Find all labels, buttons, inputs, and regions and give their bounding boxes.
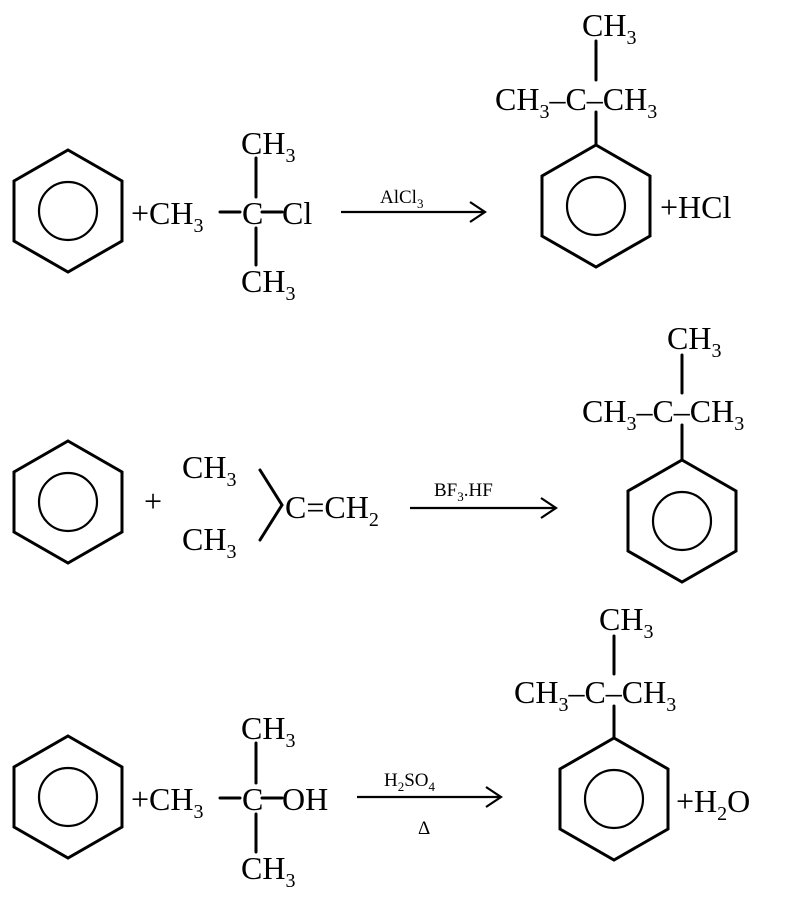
product-chain: CH3–C–CH3	[514, 674, 676, 716]
hydroxyl-label: OH	[282, 781, 328, 817]
reactant-prefix: +CH3	[131, 781, 204, 823]
benzene-ring	[12, 734, 124, 860]
methyl-lower: CH3	[182, 521, 236, 563]
reaction-1: +CH3 C Cl CH3 CH3 AlCl3 CH3	[12, 7, 732, 305]
catalyst-label: AlCl3	[380, 187, 423, 211]
methyl-top: CH3	[241, 125, 295, 167]
byproduct-label: +HCl	[660, 189, 732, 225]
alkene-label: C=CH2	[285, 489, 379, 531]
bond	[258, 468, 284, 542]
reaction-3: +CH3 C OH CH3 CH3 H2SO4 Δ CH3	[12, 601, 750, 892]
methyl-bottom: CH3	[241, 850, 295, 892]
byproduct-label: +H2O	[676, 783, 750, 825]
reaction-2: + CH3 CH3 C=CH2 BF3.HF CH3 CH3–C–CH3	[12, 320, 744, 584]
product-chain: CH3–C–CH3	[495, 81, 657, 123]
catalyst-label: H2SO4	[384, 770, 436, 794]
heat-condition: Δ	[418, 818, 430, 839]
product-benzene-ring	[558, 736, 670, 862]
methyl-top: CH3	[667, 320, 721, 362]
reaction-arrow	[410, 497, 558, 519]
reaction-arrow	[341, 201, 487, 223]
product-chain: CH3–C–CH3	[582, 393, 744, 435]
reaction-arrow	[357, 786, 503, 808]
benzene-ring	[12, 148, 124, 274]
methyl-top: CH3	[582, 7, 636, 49]
methyl-upper: CH3	[182, 449, 236, 491]
methyl-top: CH3	[599, 601, 653, 643]
benzene-ring	[12, 439, 124, 565]
methyl-top: CH3	[241, 710, 295, 752]
plus-sign: +	[144, 483, 162, 519]
central-carbon: C	[242, 195, 263, 231]
product-benzene-ring	[540, 143, 652, 269]
methyl-bottom: CH3	[241, 263, 295, 305]
catalyst-label: BF3.HF	[434, 480, 493, 504]
reactant-prefix: +CH3	[131, 195, 204, 237]
chlorine-label: Cl	[282, 195, 312, 231]
central-carbon: C	[242, 781, 263, 817]
product-benzene-ring	[626, 458, 738, 584]
